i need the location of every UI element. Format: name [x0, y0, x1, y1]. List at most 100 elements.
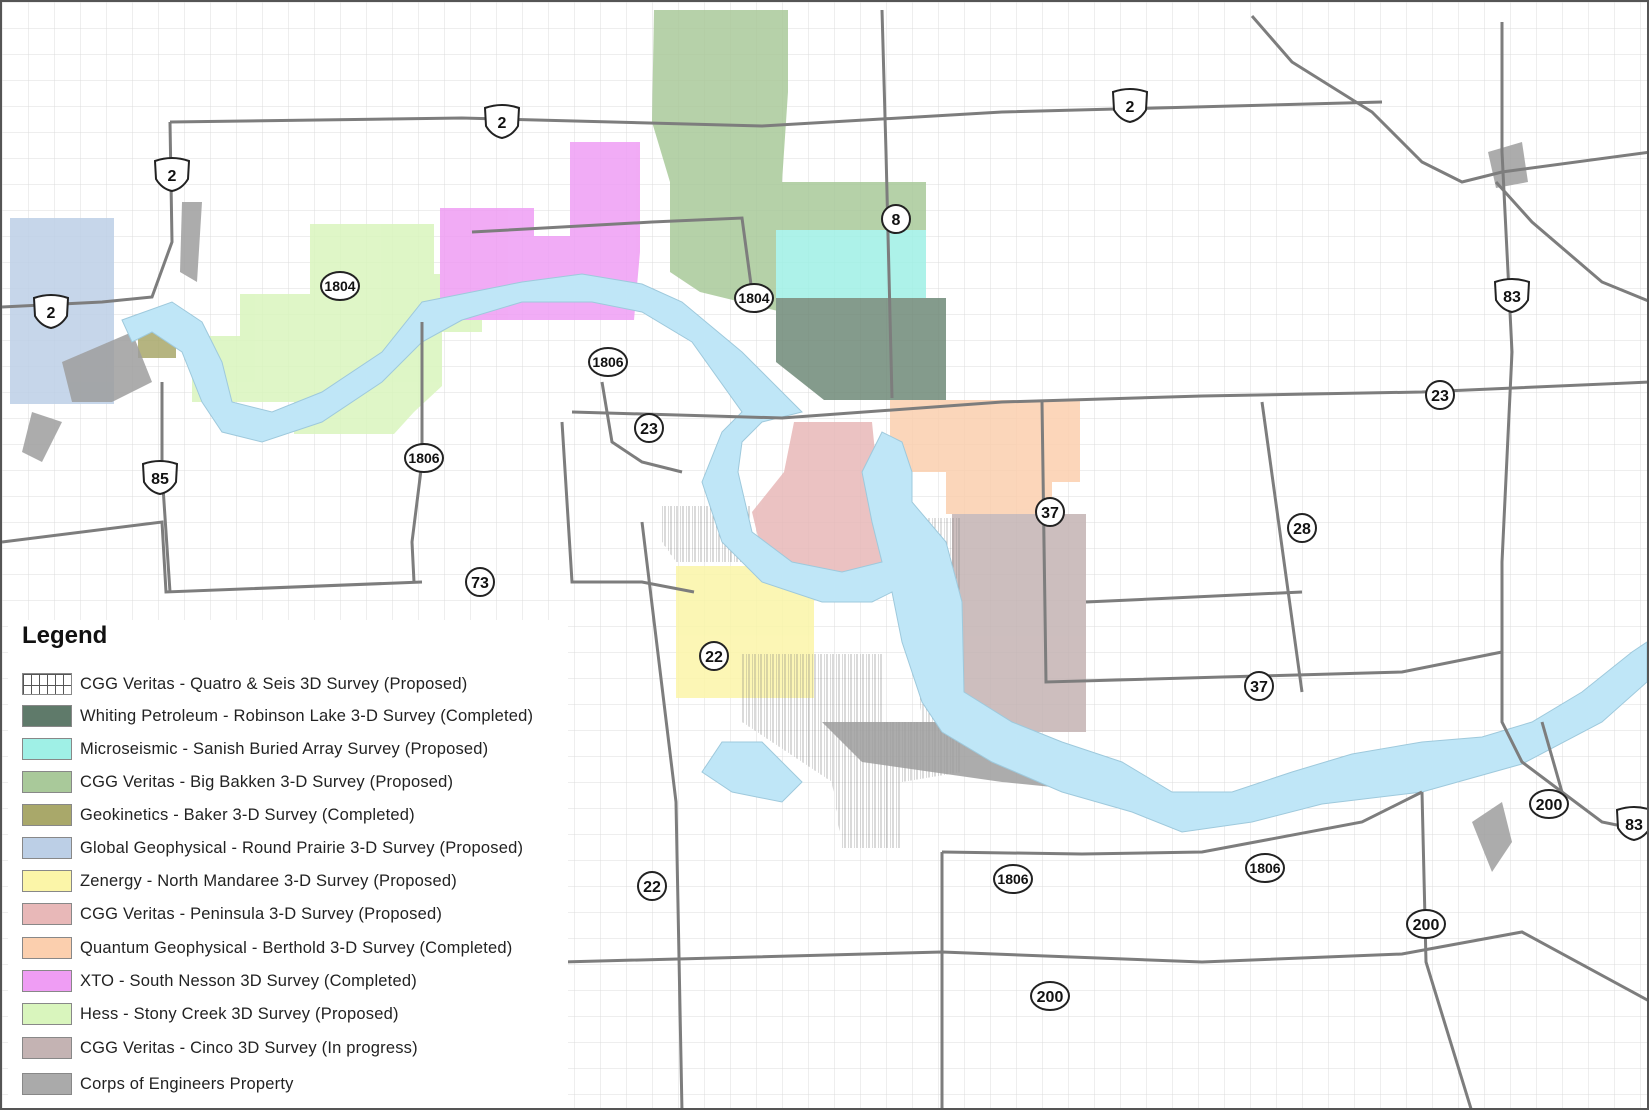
us-route-shield: 2 [483, 104, 521, 140]
legend-label: Whiting Petroleum - Robinson Lake 3-D Su… [80, 706, 534, 725]
svg-text:37: 37 [1250, 679, 1268, 696]
legend-label: Global Geophysical - Round Prairie 3-D S… [80, 838, 524, 857]
svg-text:2: 2 [1126, 99, 1135, 116]
legend-swatch [22, 738, 72, 760]
state-route-shield: 22 [699, 641, 729, 671]
legend-item: Microseismic - Sanish Buried Array Surve… [22, 737, 488, 761]
major-roads [2, 9, 1647, 1108]
svg-text:83: 83 [1625, 817, 1643, 834]
us-route-shield: 83 [1615, 806, 1647, 842]
legend-item: XTO - South Nesson 3D Survey (Completed) [22, 969, 417, 993]
state-route-shield: 1804 [320, 271, 360, 301]
state-route-shield: 200 [1406, 909, 1446, 939]
state-route-shields: 1804 1804 1806 1806 1806 1806 8 23 23 73 22 22 37 37 2… [320, 204, 1569, 1011]
state-route-shield: 37 [1035, 497, 1065, 527]
legend-swatch [22, 937, 72, 959]
state-route-shield: 73 [465, 567, 495, 597]
legend-label: Geokinetics - Baker 3-D Survey (Complete… [80, 805, 415, 824]
state-route-shield: 28 [1287, 513, 1317, 543]
legend-label: CGG Veritas - Cinco 3D Survey (In progre… [80, 1038, 418, 1057]
svg-text:1806: 1806 [997, 871, 1028, 887]
legend-label: CGG Veritas - Peninsula 3-D Survey (Prop… [80, 904, 443, 923]
legend-item: Quantum Geophysical - Berthold 3-D Surve… [22, 936, 512, 960]
state-route-shield: 8 [881, 204, 911, 234]
map-legend: Legend CGG Veritas - Quatro & Seis 3D Su… [8, 620, 568, 1108]
legend-label: CGG Veritas - Quatro & Seis 3D Survey (P… [80, 674, 468, 693]
svg-text:200: 200 [1037, 989, 1064, 1006]
state-route-shield: 23 [634, 413, 664, 443]
legend-label: Hess - Stony Creek 3D Survey (Proposed) [80, 1004, 399, 1023]
state-route-shield: 37 [1244, 671, 1274, 701]
legend-label: Corps of Engineers Property [80, 1074, 294, 1093]
us-route-shield: 2 [153, 157, 191, 193]
legend-item: CGG Veritas - Big Bakken 3-D Survey (Pro… [22, 770, 453, 794]
cinco-survey[interactable] [952, 514, 1086, 732]
svg-text:1806: 1806 [1249, 860, 1280, 876]
state-route-shield: 200 [1529, 789, 1569, 819]
legend-swatch [22, 771, 72, 793]
state-route-shield: 1806 [404, 443, 444, 473]
state-route-shield: 1806 [993, 864, 1033, 894]
svg-text:200: 200 [1536, 797, 1563, 814]
svg-text:73: 73 [471, 575, 489, 592]
svg-text:23: 23 [1431, 388, 1449, 405]
state-route-shield: 1806 [588, 347, 628, 377]
legend-label: XTO - South Nesson 3D Survey (Completed) [80, 971, 417, 990]
svg-text:1804: 1804 [324, 278, 355, 294]
us-route-shield: 85 [141, 460, 179, 496]
legend-swatch [22, 804, 72, 826]
missouri-river-lake [121, 273, 1647, 833]
svg-text:1806: 1806 [592, 354, 623, 370]
legend-item: Corps of Engineers Property [22, 1072, 294, 1096]
us-route-shield: 2 [32, 294, 70, 330]
legend-swatch [22, 1073, 72, 1095]
legend-swatch [22, 870, 72, 892]
legend-item: CGG Veritas - Quatro & Seis 3D Survey (P… [22, 672, 467, 696]
legend-label: Quantum Geophysical - Berthold 3-D Surve… [80, 938, 513, 957]
legend-item: Geokinetics - Baker 3-D Survey (Complete… [22, 803, 415, 827]
state-route-shield: 1804 [734, 283, 774, 313]
svg-text:200: 200 [1413, 917, 1440, 934]
svg-text:1806: 1806 [408, 450, 439, 466]
svg-text:37: 37 [1041, 505, 1059, 522]
legend-title: Legend [22, 622, 108, 649]
svg-text:83: 83 [1503, 289, 1521, 306]
us-route-shield: 2 [1111, 88, 1149, 124]
legend-swatch [22, 837, 72, 859]
legend-swatch [22, 705, 72, 727]
legend-label: CGG Veritas - Big Bakken 3-D Survey (Pro… [80, 772, 454, 791]
svg-text:22: 22 [643, 879, 661, 896]
us-route-shield: 83 [1493, 278, 1531, 314]
legend-swatch [22, 903, 72, 925]
svg-text:28: 28 [1293, 521, 1311, 538]
svg-text:85: 85 [151, 471, 169, 488]
legend-item: CGG Veritas - Peninsula 3-D Survey (Prop… [22, 902, 442, 926]
legend-swatch [22, 1003, 72, 1025]
svg-text:8: 8 [892, 212, 901, 229]
robinson-lake-survey[interactable] [776, 298, 946, 400]
berthold-survey[interactable] [890, 400, 1080, 514]
legend-swatch [22, 1037, 72, 1059]
state-route-shield: 200 [1030, 981, 1070, 1011]
legend-item: Hess - Stony Creek 3D Survey (Proposed) [22, 1002, 399, 1026]
legend-label: Microseismic - Sanish Buried Array Surve… [80, 739, 489, 758]
svg-text:22: 22 [705, 649, 723, 666]
legend-item: Global Geophysical - Round Prairie 3-D S… [22, 836, 523, 860]
state-route-shield: 23 [1425, 380, 1455, 410]
legend-swatch [22, 673, 72, 695]
svg-text:2: 2 [498, 115, 507, 132]
svg-text:23: 23 [640, 421, 658, 438]
svg-text:1804: 1804 [738, 290, 769, 306]
svg-text:2: 2 [168, 168, 177, 185]
legend-item: Zenergy - North Mandaree 3-D Survey (Pro… [22, 869, 457, 893]
legend-label: Zenergy - North Mandaree 3-D Survey (Pro… [80, 871, 457, 890]
stony-creek-survey[interactable] [192, 224, 482, 434]
legend-swatch [22, 970, 72, 992]
svg-text:2: 2 [47, 305, 56, 322]
state-route-shield: 22 [637, 871, 667, 901]
legend-item: CGG Veritas - Cinco 3D Survey (In progre… [22, 1036, 418, 1060]
legend-item: Whiting Petroleum - Robinson Lake 3-D Su… [22, 704, 533, 728]
state-route-shield: 1806 [1245, 853, 1285, 883]
